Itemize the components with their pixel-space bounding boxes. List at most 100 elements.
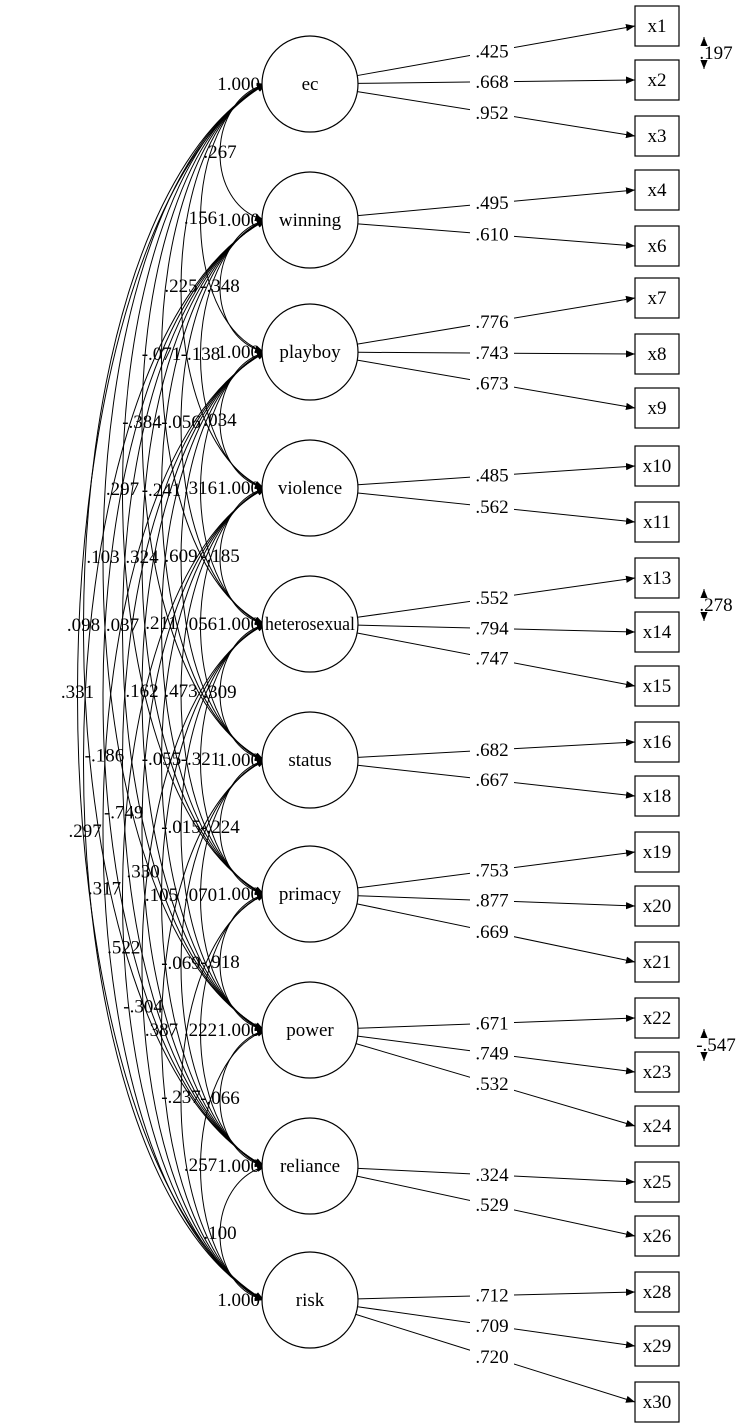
correlation-path-heterosexual-power [180,623,267,1031]
loading-label-x25: .324 [475,1165,509,1186]
indicator-box-x23 [634,1051,680,1093]
latent-node-ec [261,35,359,133]
indicator-box-x25 [634,1161,680,1203]
correlation-path-ec-violence [180,83,267,489]
indicator-box-x19 [634,831,680,873]
indicator-label-x3: x3 [648,126,667,147]
correlation-path-ec-reliance [83,83,267,1167]
indicator-label-x20: x20 [643,896,672,917]
correlation-path-playboy-violence [219,350,267,490]
correlation-path-playboy-reliance [122,351,267,1167]
correlation-label-winning-reliance: -.186 [85,745,125,766]
loading-label-x14: .794 [475,618,509,639]
loading-label-x16: .682 [475,740,508,761]
correlation-label-playboy-status: .609 [164,546,197,567]
latent-node-power [261,981,359,1079]
correlation-label-ec-status: -.384 [122,412,162,433]
correlation-path-power-risk [200,1029,267,1301]
indicator-label-x25: x25 [643,1172,672,1193]
loading-label-bg-x25 [470,1164,514,1183]
indicator-box-x29 [634,1325,680,1367]
loading-label-x18: .667 [475,770,508,791]
correlation-label-playboy-risk: .317 [88,878,121,899]
indicator-label-x21: x21 [643,952,672,973]
correlation-path-playboy-status [180,351,267,761]
latent-label-ec: ec [302,74,319,95]
loading-label-bg-x20 [470,890,514,909]
loading-label-x19: .753 [475,860,508,881]
loading-label-bg-x21 [470,922,514,941]
correlation-label-primacy-risk: -.237 [161,1087,201,1108]
correlation-path-ec-heterosexual [161,83,267,625]
loading-label-bg-x28 [470,1285,514,1304]
correlation-label-playboy-heterosexual: .316 [184,478,217,499]
variance-label-heterosexual: 1.000 [217,614,260,635]
loading-label-x26: .529 [475,1195,508,1216]
indicator-box-x1 [634,5,680,47]
loading-label-x1: .425 [475,42,508,63]
correlation-label-winning-risk: .297 [69,821,102,842]
latent-label-risk: risk [296,1290,325,1311]
loading-label-bg-x11 [470,497,514,516]
indicator-label-x8: x8 [648,344,667,365]
latent-label-reliance: reliance [280,1156,340,1177]
loading-label-bg-x4 [470,193,514,212]
loading-label-x20: .877 [475,891,508,912]
variance-label-risk: 1.000 [217,1290,260,1311]
loading-label-bg-x19 [470,860,514,879]
correlation-path-ec-primacy [122,83,267,895]
correlation-label-winning-violence: -.138 [181,344,221,365]
correlation-path-winning-reliance [102,219,267,1167]
correlation-label-heterosexual-power: -.015 [161,817,201,838]
variance-label-power: 1.000 [217,1020,260,1041]
loading-label-x23: .749 [475,1044,508,1065]
correlation-label-ec-heterosexual: -.071 [142,344,182,365]
loading-label-x8: .743 [475,343,508,364]
indicator-label-x24: x24 [643,1116,672,1137]
loading-label-bg-x22 [470,1013,514,1032]
loading-label-x3: .952 [475,103,508,124]
correlation-path-playboy-primacy [161,351,267,895]
loading-label-x24: .532 [475,1074,508,1095]
correlation-path-status-reliance [180,759,267,1167]
correlation-label-playboy-reliance: -.749 [104,803,144,824]
indicator-label-x11: x11 [643,512,671,533]
loading-label-bg-x23 [470,1043,514,1062]
correlation-path-winning-playboy [219,218,267,354]
indicator-label-x2: x2 [648,70,667,91]
indicator-label-x22: x22 [643,1008,672,1029]
correlation-label-violence-primacy: .473 [164,681,197,702]
loading-label-bg-x7 [470,311,514,330]
indicator-box-x3 [634,115,680,157]
indicator-label-x4: x4 [648,180,668,201]
indicator-box-x15 [634,665,680,707]
correlation-path-violence-power [161,487,267,1031]
indicator-box-x14 [634,611,680,653]
latent-node-winning [261,171,359,269]
latent-node-playboy [261,303,359,401]
correlation-label-playboy-power: .162 [125,681,158,702]
correlation-path-violence-reliance [141,487,267,1167]
error-covariance-label-x1-x2: .197 [699,43,732,64]
correlation-path-winning-status [161,219,267,761]
correlation-path-violence-heterosexual [219,486,267,626]
correlation-path-primacy-power [219,892,267,1032]
correlation-label-violence-risk: .522 [107,937,140,958]
loading-label-bg-x10 [470,465,514,484]
loading-label-bg-x6 [470,224,514,243]
loading-label-x6: .610 [475,225,508,246]
loading-label-bg-x24 [470,1073,514,1092]
indicator-box-x4 [634,169,680,211]
latent-node-status [261,711,359,809]
indicator-label-x23: x23 [643,1062,672,1083]
correlation-label-violence-reliance: .330 [126,862,159,883]
loading-label-x7: .776 [475,312,508,333]
correlation-label-playboy-violence: .034 [203,410,237,431]
correlation-label-heterosexual-status: .309 [203,682,236,703]
correlation-path-power-reliance [219,1028,267,1168]
indicator-box-x13 [634,557,680,599]
indicator-label-x9: x9 [648,398,667,419]
indicator-box-x30 [634,1381,680,1423]
correlation-path-violence-risk [122,487,267,1301]
correlation-path-primacy-risk [180,893,267,1301]
